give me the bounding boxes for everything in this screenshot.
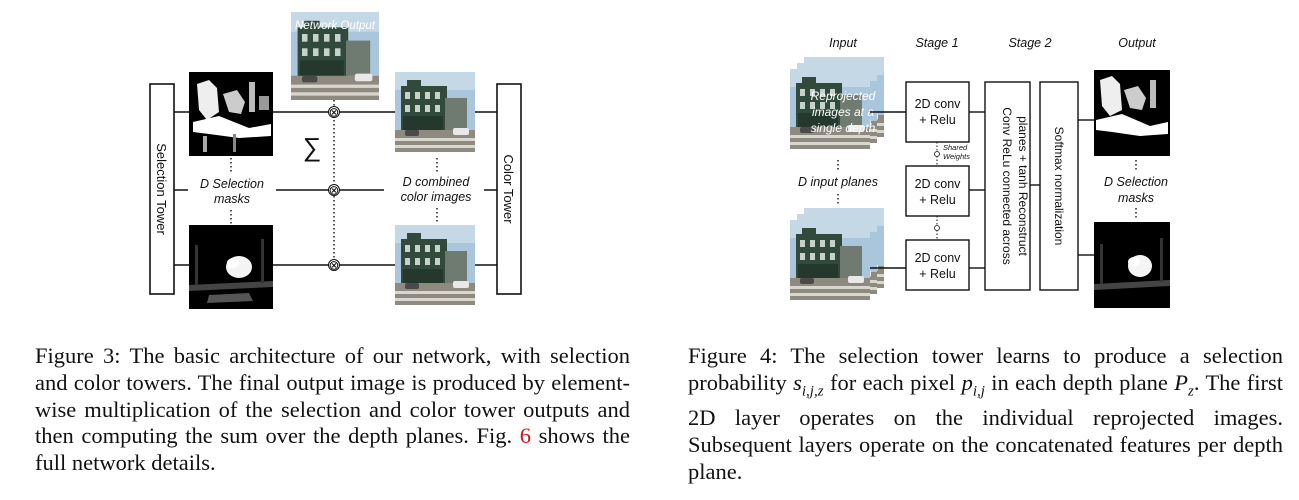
output-mask-bottom xyxy=(1094,222,1170,308)
figure-4-caption-text-b: for each pixel xyxy=(829,369,956,395)
column-stage2-label: Stage 2 xyxy=(1008,36,1051,50)
softmax-box xyxy=(1039,81,1079,291)
stage2-label-2: planes + tanh Reconstruct xyxy=(1016,116,1030,256)
math-p-ij: pi,j xyxy=(961,369,985,400)
selection-tower-label: Selection Tower xyxy=(154,143,169,235)
column-input-label: Input xyxy=(829,36,857,50)
figure-3-caption: Figure 3: The basic architecture of our … xyxy=(35,343,630,477)
output-masks-label-1: D Selection xyxy=(1104,175,1168,189)
math-s-ijz: si,j,z xyxy=(793,369,824,400)
selection-mask-top xyxy=(189,72,273,156)
reprojected-label-1: Reprojected xyxy=(811,89,876,103)
figure-3-diagram: Selection Tower Color Tower Network Outp… xyxy=(149,12,522,309)
sum-icon: ∑ xyxy=(303,132,322,162)
output-mask-top xyxy=(1094,70,1170,156)
figure-3-caption-text-end: shows the full network details. xyxy=(35,423,631,476)
color-tower-label: Color Tower xyxy=(501,154,516,224)
selection-tower-box xyxy=(149,83,175,295)
multiply-icon: ⊗ xyxy=(329,105,340,120)
stage2-label-1: Conv ReLu connected across xyxy=(1000,107,1014,264)
figure-4-caption-text-c: in each depth plane xyxy=(991,369,1168,395)
math-P-z: Pz xyxy=(1174,369,1194,400)
selection-mask-bottom xyxy=(189,225,273,309)
softmax-label: Softmax normalization xyxy=(1052,127,1066,246)
column-output-label: Output xyxy=(1118,36,1156,50)
reprojected-label-2: images at a xyxy=(812,105,874,119)
conv-box-2-label-1: 2D conv xyxy=(915,177,962,191)
conv-box-2 xyxy=(905,165,970,217)
conv-box-3-label-2: + Relu xyxy=(919,267,956,281)
figure-6-link[interactable]: 6 xyxy=(519,423,532,449)
input-image-stack-top xyxy=(790,57,884,149)
output-masks-label-2: masks xyxy=(1118,191,1154,205)
combined-color-label-2: color images xyxy=(401,190,472,204)
shared-weights-label-1: Shared xyxy=(943,143,968,152)
figure-3-caption-label: Figure 3: xyxy=(35,343,121,368)
conv-box-3-label-1: 2D conv xyxy=(915,251,962,265)
combined-color-image-top xyxy=(395,72,475,152)
color-tower-box xyxy=(496,83,522,295)
conv-box-1-label-1: 2D conv xyxy=(915,97,962,111)
figure-3-caption-text: The basic architecture of our network, w… xyxy=(35,343,630,449)
shared-weights-label-2: Weights xyxy=(943,152,970,161)
conv-box-3 xyxy=(905,239,970,291)
network-output-label: Network Output xyxy=(295,20,376,32)
figure-4-caption-text-d: . The first 2D layer operates on the ind… xyxy=(688,369,1284,484)
figure-4-caption-text-a: The selection tower learns to produce a … xyxy=(688,343,1284,395)
conv-box-1 xyxy=(905,81,970,143)
stage2-box xyxy=(984,81,1031,291)
selection-masks-label-1: D Selection xyxy=(200,177,264,191)
figure-4-caption: Figure 4: The selection tower learns to … xyxy=(688,343,1283,485)
combined-color-label-1: D combined xyxy=(403,175,471,189)
conv-box-1-label-2: + Relu xyxy=(919,113,956,127)
figure-4-caption-label: Figure 4: xyxy=(688,343,778,368)
input-planes-label: D input planes xyxy=(798,175,878,189)
reprojected-label-3: single depth xyxy=(811,121,876,135)
multiply-icon: ⊗ xyxy=(329,183,340,198)
multiply-icon: ⊗ xyxy=(329,258,340,273)
combined-color-image-bottom xyxy=(395,225,475,305)
figure-4-diagram: Input Stage 1 Stage 2 Output Reprojected… xyxy=(790,36,1170,308)
conv-box-2-label-2: + Relu xyxy=(919,193,956,207)
column-stage1-label: Stage 1 xyxy=(915,36,958,50)
selection-masks-label-2: masks xyxy=(214,192,250,206)
input-image-stack-bottom xyxy=(790,208,884,300)
